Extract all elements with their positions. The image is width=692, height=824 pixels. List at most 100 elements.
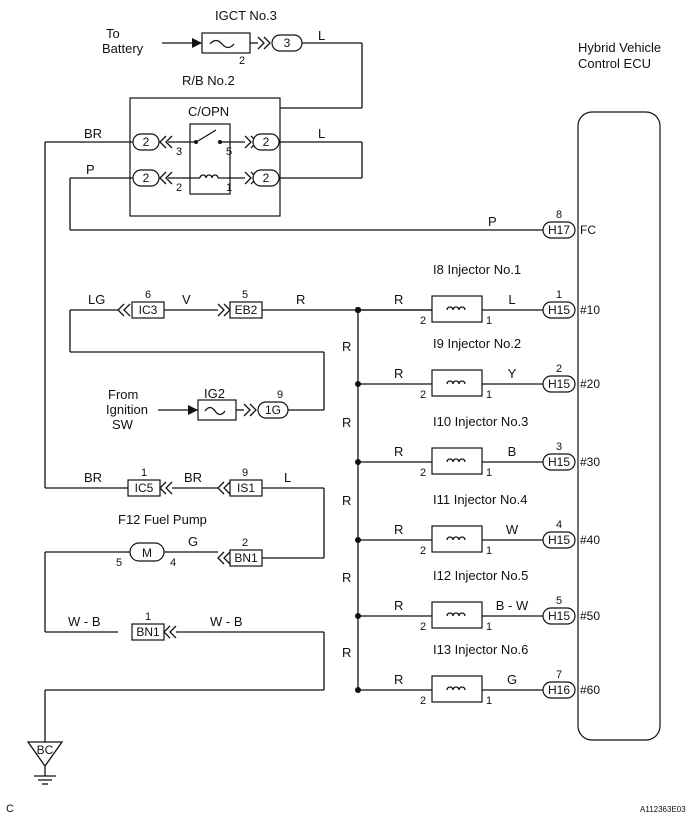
injector-4-body — [431, 525, 483, 553]
injector-1-bus-r: R — [342, 339, 351, 354]
ic5-pin: 1 — [141, 467, 147, 479]
injector-3-ecu-pin: 3 — [556, 441, 562, 453]
wire-br-ic5: BR — [84, 470, 102, 485]
bn1-top-pin: 2 — [242, 537, 248, 549]
injector-5-bus-r: R — [342, 645, 351, 660]
ecu-label: Hybrid Vehicle — [578, 40, 661, 55]
wire-v: V — [182, 292, 191, 307]
relay-conn-left-top-label: 2 — [143, 135, 150, 149]
injector-6-ecu-pin: 7 — [556, 669, 562, 681]
injector-2-label: I9 Injector No.2 — [433, 336, 521, 351]
wire-br-is1: BR — [184, 470, 202, 485]
injector-1-ecu-connector — [542, 301, 576, 319]
injector-5-label: I12 Injector No.5 — [433, 568, 528, 583]
injector-4-label: I11 Injector No.4 — [433, 492, 527, 507]
ecu-label-2: Control ECU — [578, 56, 651, 71]
from-label: From — [108, 387, 138, 402]
injector-2-wire-out: Y — [508, 366, 517, 381]
pump-pin-4: 4 — [170, 557, 176, 569]
relay-conn-right-top-label: 2 — [263, 135, 270, 149]
injector-2-bus-r: R — [342, 415, 351, 430]
wire-l-is1: L — [284, 470, 291, 485]
connector-h17-label: H17 — [548, 223, 570, 237]
wire-l-top: L — [318, 28, 325, 43]
injector-2-terminal: #20 — [580, 377, 600, 391]
connector-bn1-top-label: BN1 — [234, 551, 258, 565]
igct-fuse — [201, 32, 251, 54]
to-battery-label: To — [106, 26, 120, 41]
from-label-3: SW — [112, 417, 134, 432]
injector-4-wire-r: R — [394, 522, 403, 537]
injector-4-wire-out: W — [506, 522, 519, 537]
relay-conn-right-bot-label: 2 — [263, 171, 270, 185]
injector-5-terminal: #50 — [580, 609, 600, 623]
fc-terminal: FC — [580, 223, 596, 237]
to-battery-label-2: Battery — [102, 41, 144, 56]
injector-6-terminal: #60 — [580, 683, 600, 697]
pump-pin-5: 5 — [116, 557, 122, 569]
injector-1-terminal: #10 — [580, 303, 600, 317]
injector-3-body — [431, 447, 483, 475]
injector-4-ecu-pin: 4 — [556, 519, 562, 531]
wire-wb-right: W - B — [210, 614, 243, 629]
injector-1-pin-1: 1 — [486, 315, 492, 327]
injector-3-label: I10 Injector No.3 — [433, 414, 528, 429]
injector-2-pin-2: 2 — [420, 389, 426, 401]
injector-1-body — [431, 295, 483, 323]
ground-symbol — [26, 741, 64, 768]
injector-6-ecu-connector — [542, 681, 576, 699]
injector-4-ecu-connector — [542, 531, 576, 549]
injector-3-wire-out: B — [508, 444, 517, 459]
from-label-2: Ignition — [106, 402, 148, 417]
injector-6-pin-2: 2 — [420, 695, 426, 707]
injector-6-label: I13 Injector No.6 — [433, 642, 528, 657]
relay-pin-3: 3 — [176, 146, 182, 158]
doc-id: A112363E03 — [640, 805, 686, 814]
wire-r-main: R — [296, 292, 305, 307]
injector-3-wire-r: R — [394, 444, 403, 459]
relay-pin-1: 1 — [226, 182, 232, 194]
injector-4-pin-2: 2 — [420, 545, 426, 557]
injector-6-wire-r: R — [394, 672, 403, 687]
wire-lg: LG — [88, 292, 105, 307]
injector-2-body — [431, 369, 483, 397]
injector-5-wire-out: B - W — [496, 598, 529, 613]
injector-3-ecu-connector — [542, 453, 576, 471]
injector-2-ecu-connector-label: H15 — [548, 377, 570, 391]
h17-pin: 8 — [556, 209, 562, 221]
injector-2-wire-r: R — [394, 366, 403, 381]
injector-3-pin-2: 2 — [420, 467, 426, 479]
relay-pin-5: 5 — [226, 146, 232, 158]
copn-relay — [189, 123, 231, 195]
rb-label: R/B No.2 — [182, 73, 235, 88]
wire-l-relay: L — [318, 126, 325, 141]
injector-3-bus-r: R — [342, 493, 351, 508]
connector-3-label: 3 — [284, 36, 291, 50]
injector-3-ecu-connector-label: H15 — [548, 455, 570, 469]
injector-1-wire-out: L — [508, 292, 515, 307]
injector-3-pin-1: 1 — [486, 467, 492, 479]
injector-1-pin-2: 2 — [420, 315, 426, 327]
connector-ic5-label: IC5 — [135, 481, 154, 495]
injector-1-ecu-connector-label: H15 — [548, 303, 570, 317]
injector-5-ecu-pin: 5 — [556, 595, 562, 607]
injector-4-bus-r: R — [342, 570, 351, 585]
injector-1-wire-r: R — [394, 292, 403, 307]
fuse-symbol — [204, 406, 226, 416]
ground-label: BC — [37, 743, 54, 757]
wire-p-top: P — [86, 162, 95, 177]
wire-br-top: BR — [84, 126, 102, 141]
connector-ic3-label: IC3 — [139, 303, 158, 317]
connector-1g-label: 1G — [265, 403, 281, 417]
ig2-fuse — [197, 399, 237, 421]
relay-conn-left-bot-label: 2 — [143, 171, 150, 185]
motor-label: M — [142, 546, 152, 560]
wire-g-pump: G — [188, 534, 198, 549]
injector-4-terminal: #40 — [580, 533, 600, 547]
connector-eb2-label: EB2 — [235, 303, 258, 317]
fuel-pump-label: F12 Fuel Pump — [118, 512, 207, 527]
injector-4-ecu-connector-label: H15 — [548, 533, 570, 547]
injector-5-pin-1: 1 — [486, 621, 492, 633]
connector-bn1-bot-label: BN1 — [136, 625, 160, 639]
